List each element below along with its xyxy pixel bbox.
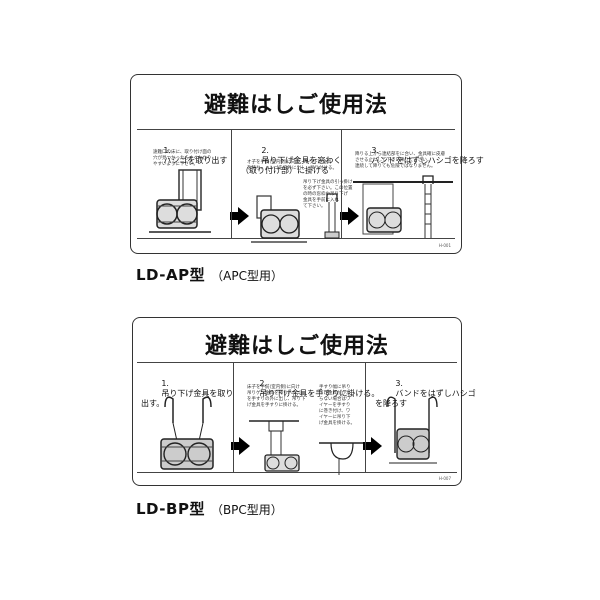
hook-railing-illustration bbox=[249, 420, 363, 475]
step-label: 吊り下げ金具を窓わく （取り付け部）に掛ける bbox=[241, 156, 342, 175]
model-name: LD-BP型 bbox=[136, 500, 205, 518]
instruction-sign-b: 避難はしご使用法 1. 吊り下げ金具を取り 出す。 bbox=[132, 317, 476, 486]
step-divider bbox=[341, 130, 342, 238]
step-number: 3. bbox=[395, 379, 403, 388]
step-label: バンドをはずしハシゴを降ろす bbox=[371, 156, 484, 165]
step-number: 1. bbox=[163, 146, 171, 155]
step-title: 3. バンドをはずしハシゴを降ろす bbox=[351, 136, 484, 176]
step-label: 吊り下げ金具を取り 出す。 bbox=[141, 389, 234, 408]
model-name: LD-AP型 bbox=[136, 266, 206, 284]
ladder-deploy-illustration bbox=[353, 175, 453, 238]
sign-a-step-1: 1. ハシゴを取り出す 遠難口の床に、取り付け面の 穴が見つかったらすぐわかり … bbox=[137, 130, 233, 238]
sign-code: H-007 bbox=[438, 476, 451, 481]
sign-a-title: 避難はしご使用法 bbox=[203, 93, 388, 118]
arrow-right-icon bbox=[231, 437, 250, 455]
step-note: 降りる上から連結部をに合い、金具確に皮膚 させる止にして下さい降りて下さい。 連… bbox=[355, 152, 445, 169]
sign-code: H-001 bbox=[438, 243, 451, 248]
step-title: 1. 吊り下げ金具を取り 出す。 bbox=[141, 369, 233, 419]
step-note: 床子を手前(室内側)に向け 吊りゲン金具を持ちハシゴ を手すりの外に出し、吊り下… bbox=[247, 385, 306, 408]
step-title: 2. 吊り下げ金具を窓わく （取り付け部）に掛ける bbox=[241, 136, 341, 186]
caption-ld-bp: LD-BP型 （BPC型用） bbox=[136, 498, 283, 519]
sign-b-title: 避難はしご使用法 bbox=[204, 334, 389, 359]
step-label: 吊り下げ金具を手すりに掛ける。 bbox=[259, 389, 380, 398]
step-label: ハシゴを取り出す bbox=[163, 156, 228, 165]
step-divider bbox=[231, 130, 232, 238]
step-side-note: 手すり幅に吊り 下げ金具がかか らない場合はワ イヤーを手すり に巻き付け、ワ … bbox=[319, 385, 355, 426]
sign-b-steps: 1. 吊り下げ金具を取り 出す。 2. 吊り下げ金具を手すりに掛ける。 bbox=[137, 362, 476, 475]
ladder-hanging-illustration bbox=[386, 396, 438, 464]
step-number: 2. bbox=[261, 146, 269, 155]
model-sub: （APC型用） bbox=[211, 269, 283, 283]
step-number: 1. bbox=[161, 379, 169, 388]
step-note: オ子を手前(室内側)に向け、吊り下げ金具 を持ち、ハシゴを窓外に出し、吊り付ける… bbox=[247, 160, 337, 171]
step-title: 1. ハシゴを取り出す bbox=[143, 136, 227, 176]
sign-a-steps: 1. ハシゴを取り出す 遠難口の床に、取り付け面の 穴が見つかったらすぐわかり … bbox=[137, 129, 484, 243]
step-number: 2. bbox=[259, 379, 267, 388]
step-title: 3. バンドをはずしハシゴ を降ろす bbox=[375, 369, 476, 419]
caption-ld-ap: LD-AP型 （APC型用） bbox=[136, 264, 283, 285]
step-divider bbox=[365, 363, 366, 472]
step-label: バンドをはずしハシゴ を降ろす bbox=[375, 389, 476, 408]
arrow-right-icon bbox=[363, 437, 382, 455]
instruction-sign-a: 避難はしご使用法 1. ハシゴを取り出す 遠難口の床に、取り付け面の 穴が見つか… bbox=[130, 74, 484, 254]
sign-a-step-3: 3. バンドをはずしハシゴを降ろす 降りる上から連結部をに合い、金具確に皮膚 さ… bbox=[343, 130, 484, 238]
step-title: 2. 吊り下げ金具を手すりに掛ける。 bbox=[239, 369, 379, 409]
step-divider bbox=[233, 363, 234, 472]
ladder-box-illustration bbox=[149, 169, 211, 233]
sign-b-step-3: 3. バンドをはずしハシゴ を降ろす bbox=[367, 363, 476, 472]
ladder-hooks-illustration bbox=[160, 396, 214, 470]
arrow-right-icon bbox=[230, 207, 249, 225]
arrow-right-icon bbox=[340, 207, 359, 225]
step-side-note: 吊り下げ金具の引っ掛け を必ず下さい。この位置 の時の窓枠や吊り下げ 金具を手前… bbox=[303, 180, 353, 209]
sign-b-step-1: 1. 吊り下げ金具を取り 出す。 bbox=[137, 363, 233, 472]
sign-a-step-2: 2. 吊り下げ金具を窓わく （取り付け部）に掛ける オ子を手前(室内側)に向け、… bbox=[233, 130, 353, 243]
step-note: 遠難口の床に、取り付け面の 穴が見つかったらすぐわかり やすいように下さい。 bbox=[153, 150, 212, 167]
step-number: 3. bbox=[371, 146, 379, 155]
hook-window-illustration bbox=[251, 193, 340, 243]
sign-b-step-2: 2. 吊り下げ金具を手すりに掛ける。 床子を手前(室内側)に向け 吊りゲン金具を… bbox=[235, 363, 379, 475]
model-sub: （BPC型用） bbox=[210, 503, 283, 517]
